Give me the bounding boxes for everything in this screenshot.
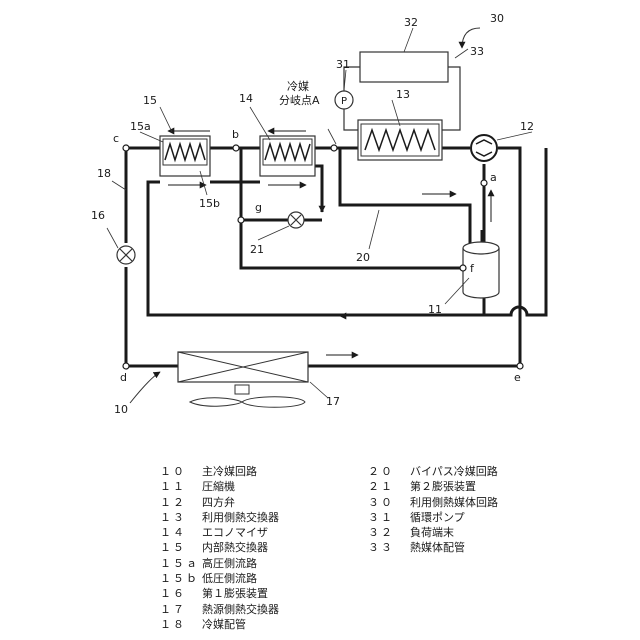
label-18: 18 — [97, 167, 111, 180]
legend-item: ２０バイパス冷媒回路 — [368, 464, 498, 479]
economizer — [260, 136, 315, 176]
legend-text: 循環ポンプ — [410, 511, 465, 524]
legend-item: ３１循環ポンプ — [368, 510, 498, 525]
point-d: d — [120, 371, 127, 384]
legend-number: ３１ — [368, 510, 410, 525]
branch-point-label-line1: 冷媒 — [287, 80, 309, 93]
circuit-10-curved-arrow — [130, 372, 160, 403]
label-15: 15 — [143, 94, 157, 107]
legend-item: １２四方弁 — [160, 495, 279, 510]
legend-text: 圧縮機 — [202, 480, 235, 493]
point-e: e — [514, 371, 521, 384]
label-12: 12 — [520, 120, 534, 133]
legend-text: 冷媒配管 — [202, 618, 246, 631]
legend-item: １７熱源側熱交換器 — [160, 602, 279, 617]
point-a: a — [490, 171, 497, 184]
legend-left: １０主冷媒回路１１圧縮機１２四方弁１３利用側熱交換器１４エコノマイザ１５内部熱交… — [160, 464, 279, 632]
legend-number: １２ — [160, 495, 202, 510]
label-10: 10 — [114, 403, 128, 416]
heat-source-heat-exchanger — [178, 352, 308, 407]
legend-number: １６ — [160, 586, 202, 601]
legend-number: １３ — [160, 510, 202, 525]
internal-heat-exchanger — [160, 136, 210, 176]
legend-number: ３３ — [368, 540, 410, 555]
branch-point-label-line2: 分岐点A — [279, 94, 320, 107]
legend-number: １５ — [160, 540, 202, 555]
legend-text: 高圧側流路 — [202, 557, 257, 570]
legend-item: １５ａ高圧側流路 — [160, 556, 279, 571]
legend-number: ３０ — [368, 495, 410, 510]
label-31: 31 — [336, 58, 350, 71]
legend-number: １０ — [160, 464, 202, 479]
legend-number: １７ — [160, 602, 202, 617]
legend-item: ３３熱媒体配管 — [368, 540, 498, 555]
legend-text: 第２膨張装置 — [410, 480, 476, 493]
legend-item: １０主冷媒回路 — [160, 464, 279, 479]
legend-number: １１ — [160, 479, 202, 494]
point-g: g — [255, 201, 262, 214]
legend-item: １８冷媒配管 — [160, 617, 279, 632]
label-32: 32 — [404, 16, 418, 29]
four-way-valve — [471, 135, 497, 161]
second-expansion-device — [288, 212, 304, 228]
legend-text: 四方弁 — [202, 496, 235, 509]
point-b: b — [232, 128, 239, 141]
legend-text: バイパス冷媒回路 — [410, 465, 498, 478]
legend-number: ２０ — [368, 464, 410, 479]
label-13: 13 — [396, 88, 410, 101]
legend-number: １８ — [160, 617, 202, 632]
legend-text: 熱源側熱交換器 — [202, 603, 279, 616]
svg-text:P: P — [341, 96, 347, 107]
diagram-labels: 32 30 33 31 冷媒 分岐点A 13 14 15 15a 15b 12 … — [91, 12, 534, 416]
legend-item: ２１第２膨張装置 — [368, 479, 498, 494]
flow-arrows — [168, 131, 491, 355]
label-14: 14 — [239, 92, 253, 105]
legend-text: 内部熱交換器 — [202, 541, 268, 554]
label-11: 11 — [428, 303, 442, 316]
legend-item: １５ｂ低圧側流路 — [160, 571, 279, 586]
compressor — [463, 242, 499, 298]
legend-text: エコノマイザ — [202, 526, 268, 539]
legend-number: １５ａ — [160, 556, 202, 571]
legend-item: ３０利用側熱媒体回路 — [368, 495, 498, 510]
label-16: 16 — [91, 209, 105, 222]
legend-text: 第１膨張装置 — [202, 587, 268, 600]
label-20: 20 — [356, 251, 370, 264]
legend-text: 熱媒体配管 — [410, 541, 465, 554]
label-21: 21 — [250, 243, 264, 256]
legend-item: １６第１膨張装置 — [160, 586, 279, 601]
label-15a: 15a — [130, 120, 151, 133]
legend-item: １５内部熱交換器 — [160, 540, 279, 555]
legend-item: １３利用側熱交換器 — [160, 510, 279, 525]
first-expansion-device — [117, 246, 135, 264]
legend-item: １１圧縮機 — [160, 479, 279, 494]
legend-number: １４ — [160, 525, 202, 540]
load-terminal — [360, 52, 448, 82]
legend-item: ３２負荷端末 — [368, 525, 498, 540]
legend-text: 負荷端末 — [410, 526, 454, 539]
label-17: 17 — [326, 395, 340, 408]
legend-number: １５ｂ — [160, 571, 202, 586]
leader-lines — [107, 28, 532, 398]
legend-text: 主冷媒回路 — [202, 465, 257, 478]
legend-right: ２０バイパス冷媒回路２１第２膨張装置３０利用側熱媒体回路３１循環ポンプ３２負荷端… — [368, 464, 498, 556]
legend-text: 利用側熱媒体回路 — [410, 496, 498, 509]
circulation-pump: P — [335, 91, 353, 109]
point-c: c — [113, 132, 119, 145]
legend-text: 利用側熱交換器 — [202, 511, 279, 524]
legend-number: ２１ — [368, 479, 410, 494]
legend-text: 低圧側流路 — [202, 572, 257, 585]
label-15b: 15b — [199, 197, 220, 210]
legend-number: ３２ — [368, 525, 410, 540]
legend-item: １４エコノマイザ — [160, 525, 279, 540]
label-33: 33 — [470, 45, 484, 58]
label-30: 30 — [490, 12, 504, 25]
